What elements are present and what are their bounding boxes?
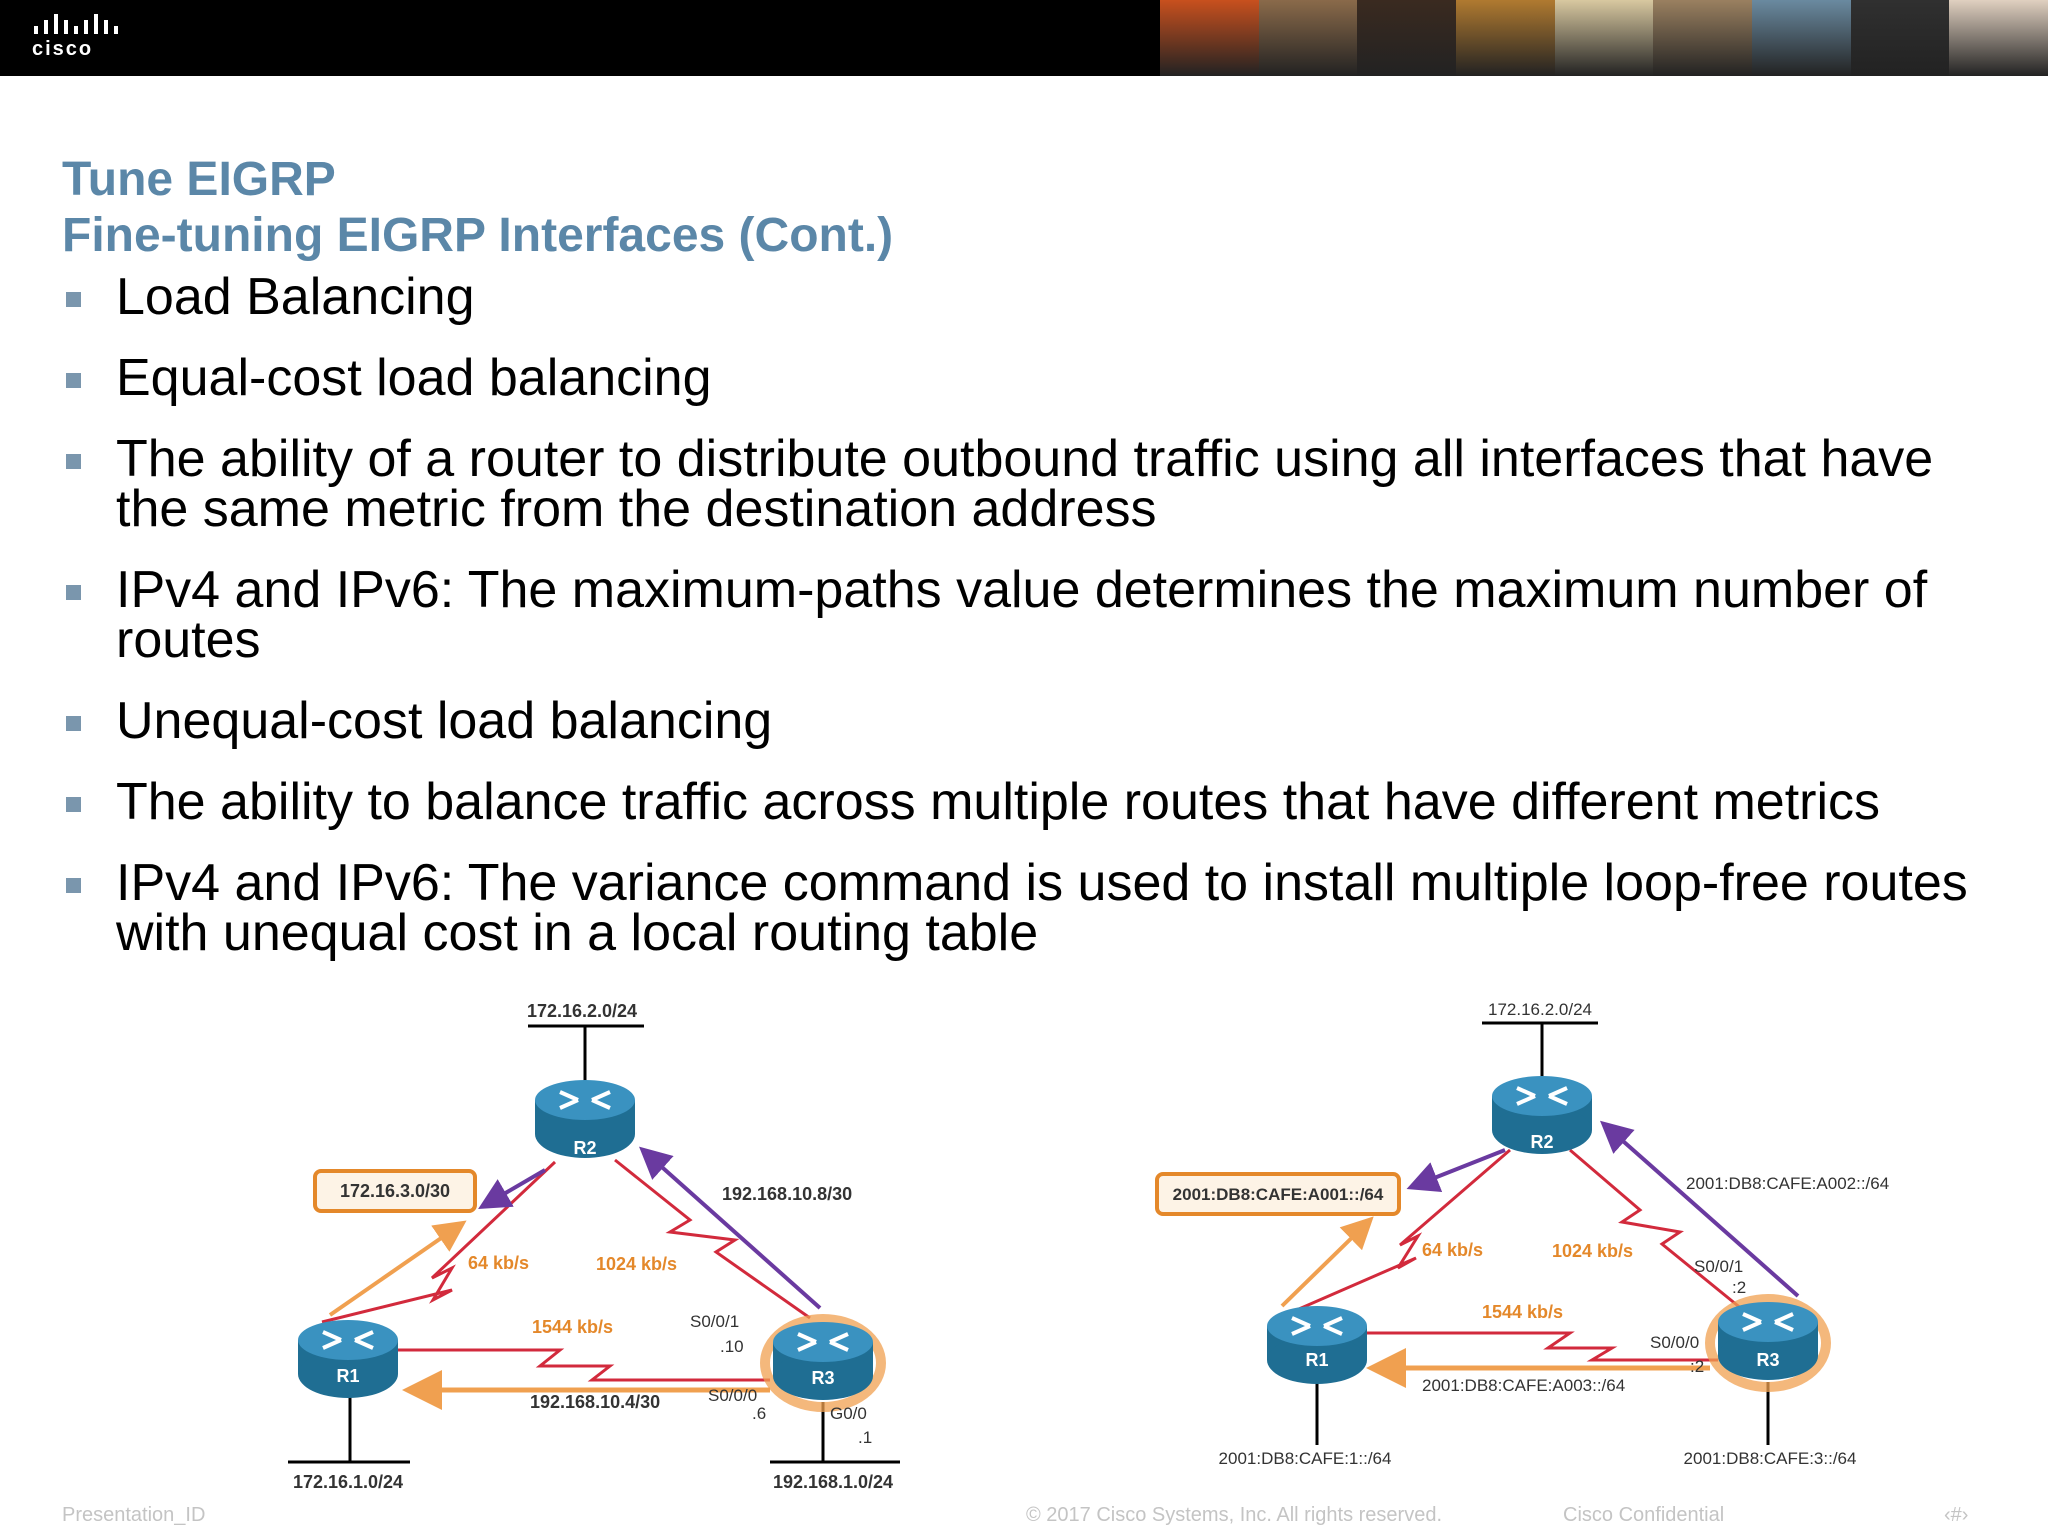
cisco-logo-text: cisco <box>32 38 94 60</box>
lan-r3-label: 192.168.1.0/24 <box>773 1472 893 1492</box>
bullet-item: Load Balancing <box>62 271 2002 323</box>
interface-g00-label: G0/0 <box>830 1404 867 1423</box>
router-r3: R3 <box>773 1322 873 1400</box>
lan-r3-label: 2001:DB8:CAFE:3::/64 <box>1684 1449 1857 1468</box>
highlight-network-label: 2001:DB8:CAFE:A001::/64 <box>1173 1185 1384 1204</box>
photo-tile <box>1554 0 1654 76</box>
bullet-square-icon <box>66 585 81 600</box>
router-r1-label: R1 <box>1305 1350 1328 1370</box>
bullet-square-icon <box>66 373 81 388</box>
router-r2-label: R2 <box>1530 1132 1553 1152</box>
interface-s000-addr: .6 <box>752 1404 766 1423</box>
interface-g00-addr: .1 <box>858 1428 872 1447</box>
bullet-text: Load Balancing <box>116 268 475 326</box>
photo-tile <box>1258 0 1358 76</box>
link-r2-r3-label: 2001:DB8:CAFE:A002::/64 <box>1686 1174 1889 1193</box>
footer-page-number: ‹#› <box>1944 1504 1969 1526</box>
interface-s000-label: S0/0/0 <box>708 1386 757 1405</box>
interface-s001-label: S0/0/1 <box>1694 1257 1743 1276</box>
cisco-bars-icon <box>34 14 118 34</box>
bullet-item: Equal-cost load balancing <box>62 352 2002 404</box>
photo-tile <box>1456 0 1555 76</box>
header-bar: cisco <box>0 0 2048 76</box>
router-r1: R1 <box>298 1320 398 1398</box>
router-r1-label: R1 <box>336 1366 359 1386</box>
interface-s001-addr: .10 <box>720 1337 744 1356</box>
bullet-item: IPv4 and IPv6: The variance command is u… <box>62 857 2002 959</box>
bandwidth-r1-r2: 64 kb/s <box>1422 1240 1483 1260</box>
title-line-2: Fine-tuning EIGRP Interfaces (Cont.) <box>62 209 894 262</box>
router-r3-label: R3 <box>1756 1350 1779 1370</box>
cisco-logo: cisco <box>28 12 148 64</box>
router-r2: R2 <box>535 1080 635 1158</box>
bullet-square-icon <box>66 797 81 812</box>
bullet-text: The ability of a router to distribute ou… <box>116 430 1934 538</box>
bullet-square-icon <box>66 878 81 893</box>
bullet-list: Load Balancing Equal-cost load balancing… <box>62 271 2002 989</box>
title-line-1: Tune EIGRP <box>62 153 336 206</box>
bullet-text: Unequal-cost load balancing <box>116 692 773 750</box>
router-r3: R3 <box>1718 1302 1818 1380</box>
bullet-square-icon <box>66 716 81 731</box>
bullet-square-icon <box>66 454 81 469</box>
photo-tile <box>1653 0 1753 76</box>
router-r2-label: R2 <box>573 1138 596 1158</box>
footer-presentation-id: Presentation_ID <box>62 1504 206 1526</box>
slide-title: Tune EIGRP Fine-tuning EIGRP Interfaces … <box>62 152 893 264</box>
bullet-item: IPv4 and IPv6: The maximum-paths value d… <box>62 564 2002 666</box>
interface-s001-label: S0/0/1 <box>690 1312 739 1331</box>
bandwidth-r1-r3: 1544 kb/s <box>532 1317 613 1337</box>
bullet-text: IPv4 and IPv6: The maximum-paths value d… <box>116 561 1928 669</box>
footer-confidential: Cisco Confidential <box>1563 1504 1725 1526</box>
bullet-item: The ability of a router to distribute ou… <box>62 433 2002 535</box>
photo-strip <box>1160 0 2048 76</box>
photo-tile <box>1949 0 2048 76</box>
photo-tile <box>1850 0 1950 76</box>
bullet-text: IPv4 and IPv6: The variance command is u… <box>116 854 1968 962</box>
bandwidth-r2-r3: 1024 kb/s <box>1552 1241 1633 1261</box>
interface-s000-label: S0/0/0 <box>1650 1333 1699 1352</box>
photo-tile <box>1160 0 1259 76</box>
interface-s001-addr: :2 <box>1732 1278 1746 1297</box>
photo-tile <box>1357 0 1457 76</box>
bullet-text: The ability to balance traffic across mu… <box>116 773 1881 831</box>
router-r2: R2 <box>1492 1076 1592 1154</box>
network-top-label: 172.16.2.0/24 <box>527 1001 637 1021</box>
router-r3-label: R3 <box>811 1368 834 1388</box>
link-r1-r3-label: 2001:DB8:CAFE:A003::/64 <box>1422 1376 1625 1395</box>
diagram-ipv6: R2 R1 R3 2001:DB8:CAFE:A001::/64 172.16.… <box>1155 1000 1889 1468</box>
footer-copyright: © 2017 Cisco Systems, Inc. All rights re… <box>1026 1504 1443 1526</box>
bandwidth-r1-r3: 1544 kb/s <box>1482 1302 1563 1322</box>
router-r1: R1 <box>1267 1306 1367 1384</box>
network-top-label: 172.16.2.0/24 <box>1488 1000 1592 1019</box>
link-r1-r3-label: 192.168.10.4/30 <box>530 1392 660 1412</box>
lan-r1-label: 172.16.1.0/24 <box>293 1472 403 1492</box>
bullet-text: Equal-cost load balancing <box>116 349 712 407</box>
bullet-square-icon <box>66 292 81 307</box>
lan-r1-label: 2001:DB8:CAFE:1::/64 <box>1219 1449 1392 1468</box>
bullet-item: Unequal-cost load balancing <box>62 695 2002 747</box>
photo-tile <box>1752 0 1851 76</box>
interface-s000-addr: :2 <box>1690 1357 1704 1376</box>
bullet-item: The ability to balance traffic across mu… <box>62 776 2002 828</box>
link-r2-r3-label: 192.168.10.8/30 <box>722 1184 852 1204</box>
diagram-ipv4: R2 R1 R3 172.16.3.0/30 172.16.2.0/24 192… <box>288 1001 900 1492</box>
highlight-network-label: 172.16.3.0/30 <box>340 1181 450 1201</box>
bandwidth-r1-r2: 64 kb/s <box>468 1253 529 1273</box>
bandwidth-r2-r3: 1024 kb/s <box>596 1254 677 1274</box>
